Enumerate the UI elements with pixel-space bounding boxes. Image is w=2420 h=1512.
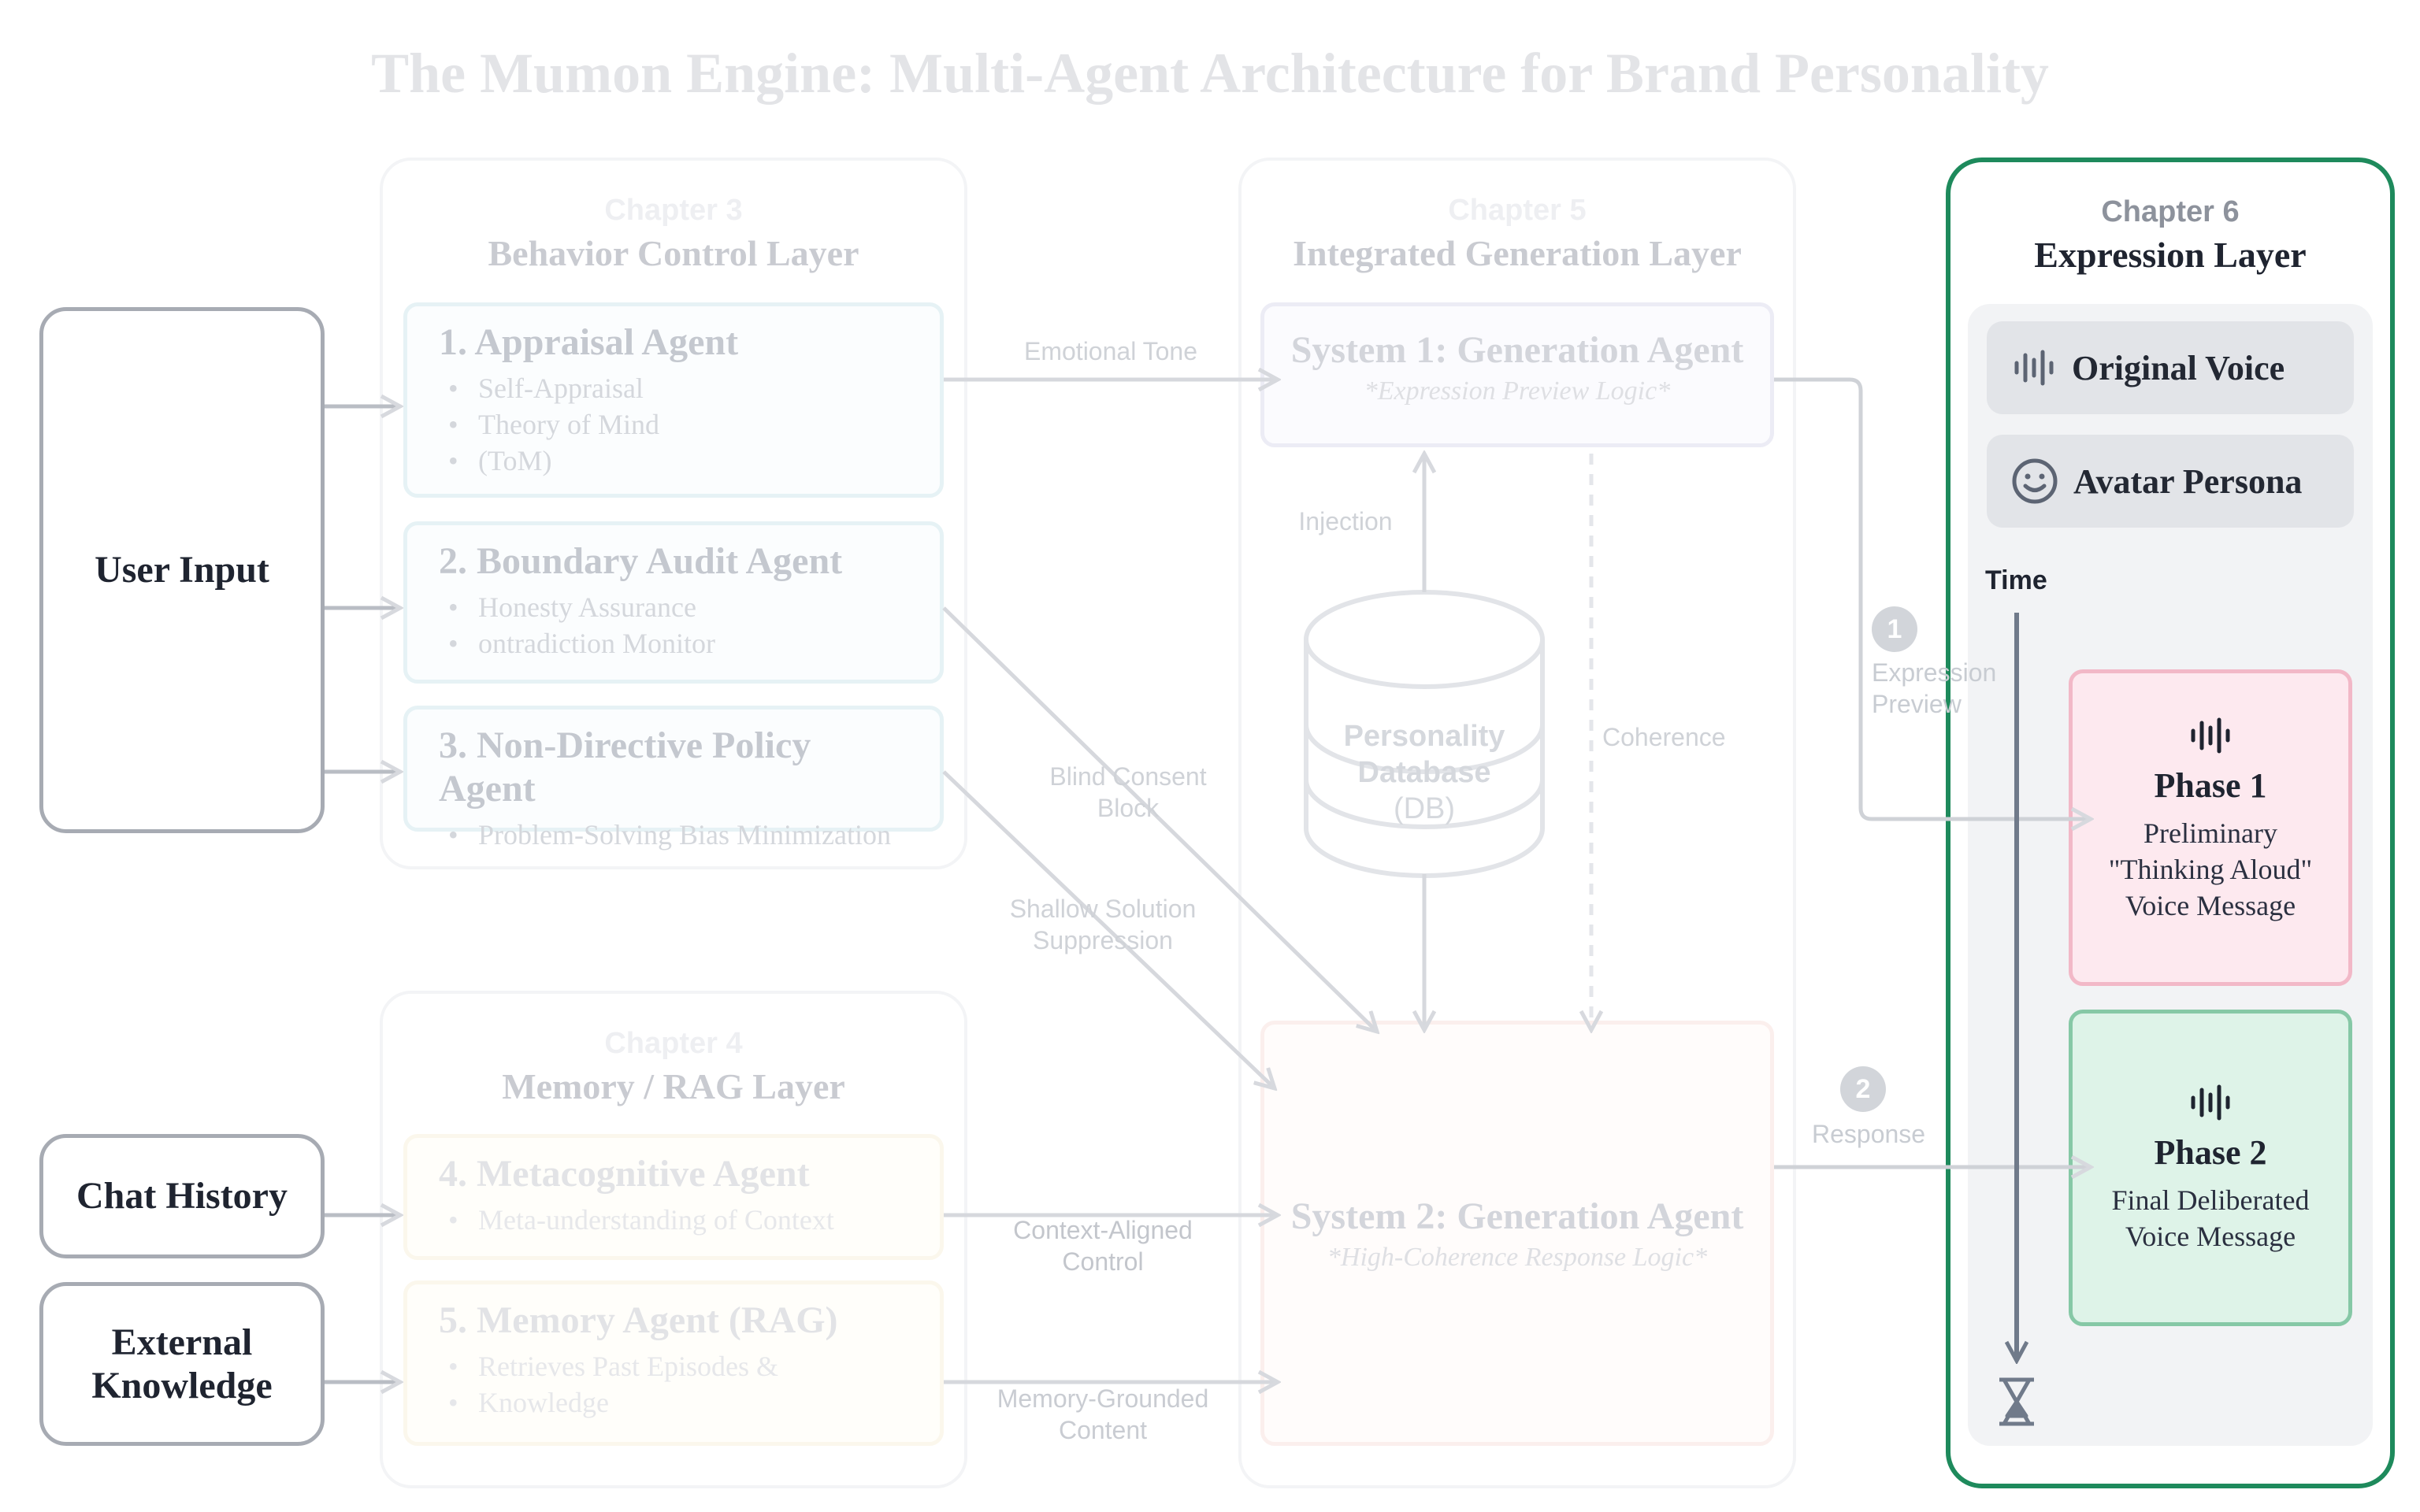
phase1-title: Phase 1 [2154,766,2267,805]
bullet-item: Theory of Mind [439,406,908,443]
page-title: The Mumon Engine: Multi-Agent Architectu… [371,42,2049,105]
response-label: Response [1812,1120,1926,1148]
chapter6-name: Expression Layer [2034,235,2307,275]
avatar-persona-button[interactable]: Avatar Persona [1987,435,2354,528]
appraisal-agent-bullets: Self-Appraisal Theory of Mind (ToM) [439,370,908,479]
memory-grounded-label: Memory-Grounded Content [977,1383,1229,1446]
non-directive-policy-agent-bullets: Problem-Solving Bias Minimization [439,817,908,853]
phase1-line: "Thinking Aloud" [2108,854,2313,885]
chapter6-number: Chapter 6 [2101,195,2240,228]
bullet-item: (ToM) [439,443,908,479]
external-knowledge-label-line1: External [111,1321,253,1363]
blind-consent-line2: Block [1097,794,1160,822]
step-marker-1: 1 [1872,606,1917,652]
shallow-solution-label: Shallow Solution Suppression [977,893,1229,956]
phase1-line: Voice Message [2125,890,2296,921]
system1-subtitle: *Expression Preview Logic* [1364,376,1671,406]
original-voice-label: Original Voice [2072,348,2285,387]
chapter5-name: Integrated Generation Layer [1293,233,1742,273]
original-voice-button[interactable]: Original Voice [1987,321,2354,414]
bullet-item: Meta-understanding of Context [439,1202,908,1238]
chapter5-number: Chapter 5 [1448,194,1587,227]
metacognitive-agent: 4. Metacognitive Agent Meta-understandin… [403,1134,944,1260]
bullet-item: Knowledge [439,1384,908,1421]
chapter4-name: Memory / RAG Layer [502,1066,845,1106]
non-directive-policy-agent-title: 3. Non-Directive Policy Agent [439,724,811,810]
database-line2: Database [1357,756,1491,789]
system1-title: System 1: Generation Agent [1290,329,1744,371]
system2-generation-agent: System 2: Generation Agent *High-Coheren… [1260,1021,1774,1446]
metacognitive-agent-bullets: Meta-understanding of Context [439,1202,908,1238]
phase2-card: Phase 2 Final Deliberated Voice Message [2069,1010,2352,1326]
waveform-icon [2191,1084,2230,1121]
bullet-item: Problem-Solving Bias Minimization [439,817,908,853]
memory-grounded-line2: Content [1058,1416,1148,1444]
memory-agent: 5. Memory Agent (RAG) Retrieves Past Epi… [403,1280,944,1446]
phase1-line: Preliminary [2143,817,2277,849]
chat-history-label: Chat History [76,1175,288,1217]
blind-consent-label: Blind Consent Block [1002,761,1254,824]
context-aligned-line1: Context-Aligned [1013,1216,1193,1244]
context-aligned-line2: Control [1062,1247,1144,1276]
memory-grounded-line1: Memory-Grounded [997,1384,1209,1413]
boundary-audit-agent-title: 2. Boundary Audit Agent [439,540,843,582]
chapter4-number: Chapter 4 [604,1027,743,1060]
database-label: Personality Database (DB) [1306,718,1542,827]
appraisal-agent: 1. Appraisal Agent Self-Appraisal Theory… [403,302,944,498]
injection-label: Injection [1298,507,1393,536]
database-line3: (DB) [1393,792,1456,825]
phase2-line: Final Deliberated [2111,1184,2310,1216]
chapter3-number: Chapter 3 [604,194,743,227]
time-label: Time [1985,565,2047,595]
memory-agent-bullets: Retrieves Past Episodes & Knowledge [439,1348,908,1421]
external-knowledge-box: External Knowledge [39,1282,325,1446]
shallow-solution-line2: Suppression [1033,926,1173,954]
shallow-solution-line1: Shallow Solution [1009,895,1197,923]
metacognitive-agent-title: 4. Metacognitive Agent [439,1153,810,1195]
chat-history-box: Chat History [39,1134,325,1258]
user-input-label: User Input [95,549,269,591]
bullet-item: Honesty Assurance [439,589,908,625]
system2-subtitle: *High-Coherence Response Logic* [1327,1242,1708,1272]
expression-preview-line1: Expression [1872,658,1997,687]
coherence-label: Coherence [1602,723,1726,751]
boundary-audit-agent: 2. Boundary Audit Agent Honesty Assuranc… [403,521,944,684]
chapter3-name: Behavior Control Layer [488,233,859,273]
expression-preview-line2: Preview [1872,690,1962,718]
waveform-icon [2191,717,2230,754]
user-input-box: User Input [39,307,325,833]
phase2-line: Voice Message [2125,1221,2296,1252]
memory-agent-title: 5. Memory Agent (RAG) [439,1299,838,1341]
system2-title: System 2: Generation Agent [1290,1195,1744,1237]
avatar-persona-label: Avatar Persona [2073,461,2303,501]
bullet-item: Self-Appraisal [439,370,908,406]
context-aligned-label: Context-Aligned Control [977,1214,1229,1277]
phase2-title: Phase 2 [2154,1133,2267,1172]
emotional-tone-label: Emotional Tone [1024,337,1197,365]
smiley-icon [2012,458,2058,504]
external-knowledge-label-line2: Knowledge [91,1365,273,1406]
database-line1: Personality [1343,720,1505,753]
bullet-item: Retrieves Past Episodes & [439,1348,908,1384]
bullet-item: ontradiction Monitor [439,625,908,662]
phase1-card: Phase 1 Preliminary "Thinking Aloud" Voi… [2069,669,2352,986]
system1-generation-agent: System 1: Generation Agent *Expression P… [1260,302,1774,447]
expression-preview-label: Expression Preview [1872,657,1996,720]
blind-consent-line1: Blind Consent [1049,762,1207,791]
appraisal-agent-title: 1. Appraisal Agent [439,321,739,363]
non-directive-policy-agent: 3. Non-Directive Policy Agent Problem-So… [403,706,944,853]
boundary-audit-agent-bullets: Honesty Assurance ontradiction Monitor [439,589,908,662]
step-marker-2: 2 [1840,1066,1886,1112]
waveform-icon [2014,350,2054,386]
